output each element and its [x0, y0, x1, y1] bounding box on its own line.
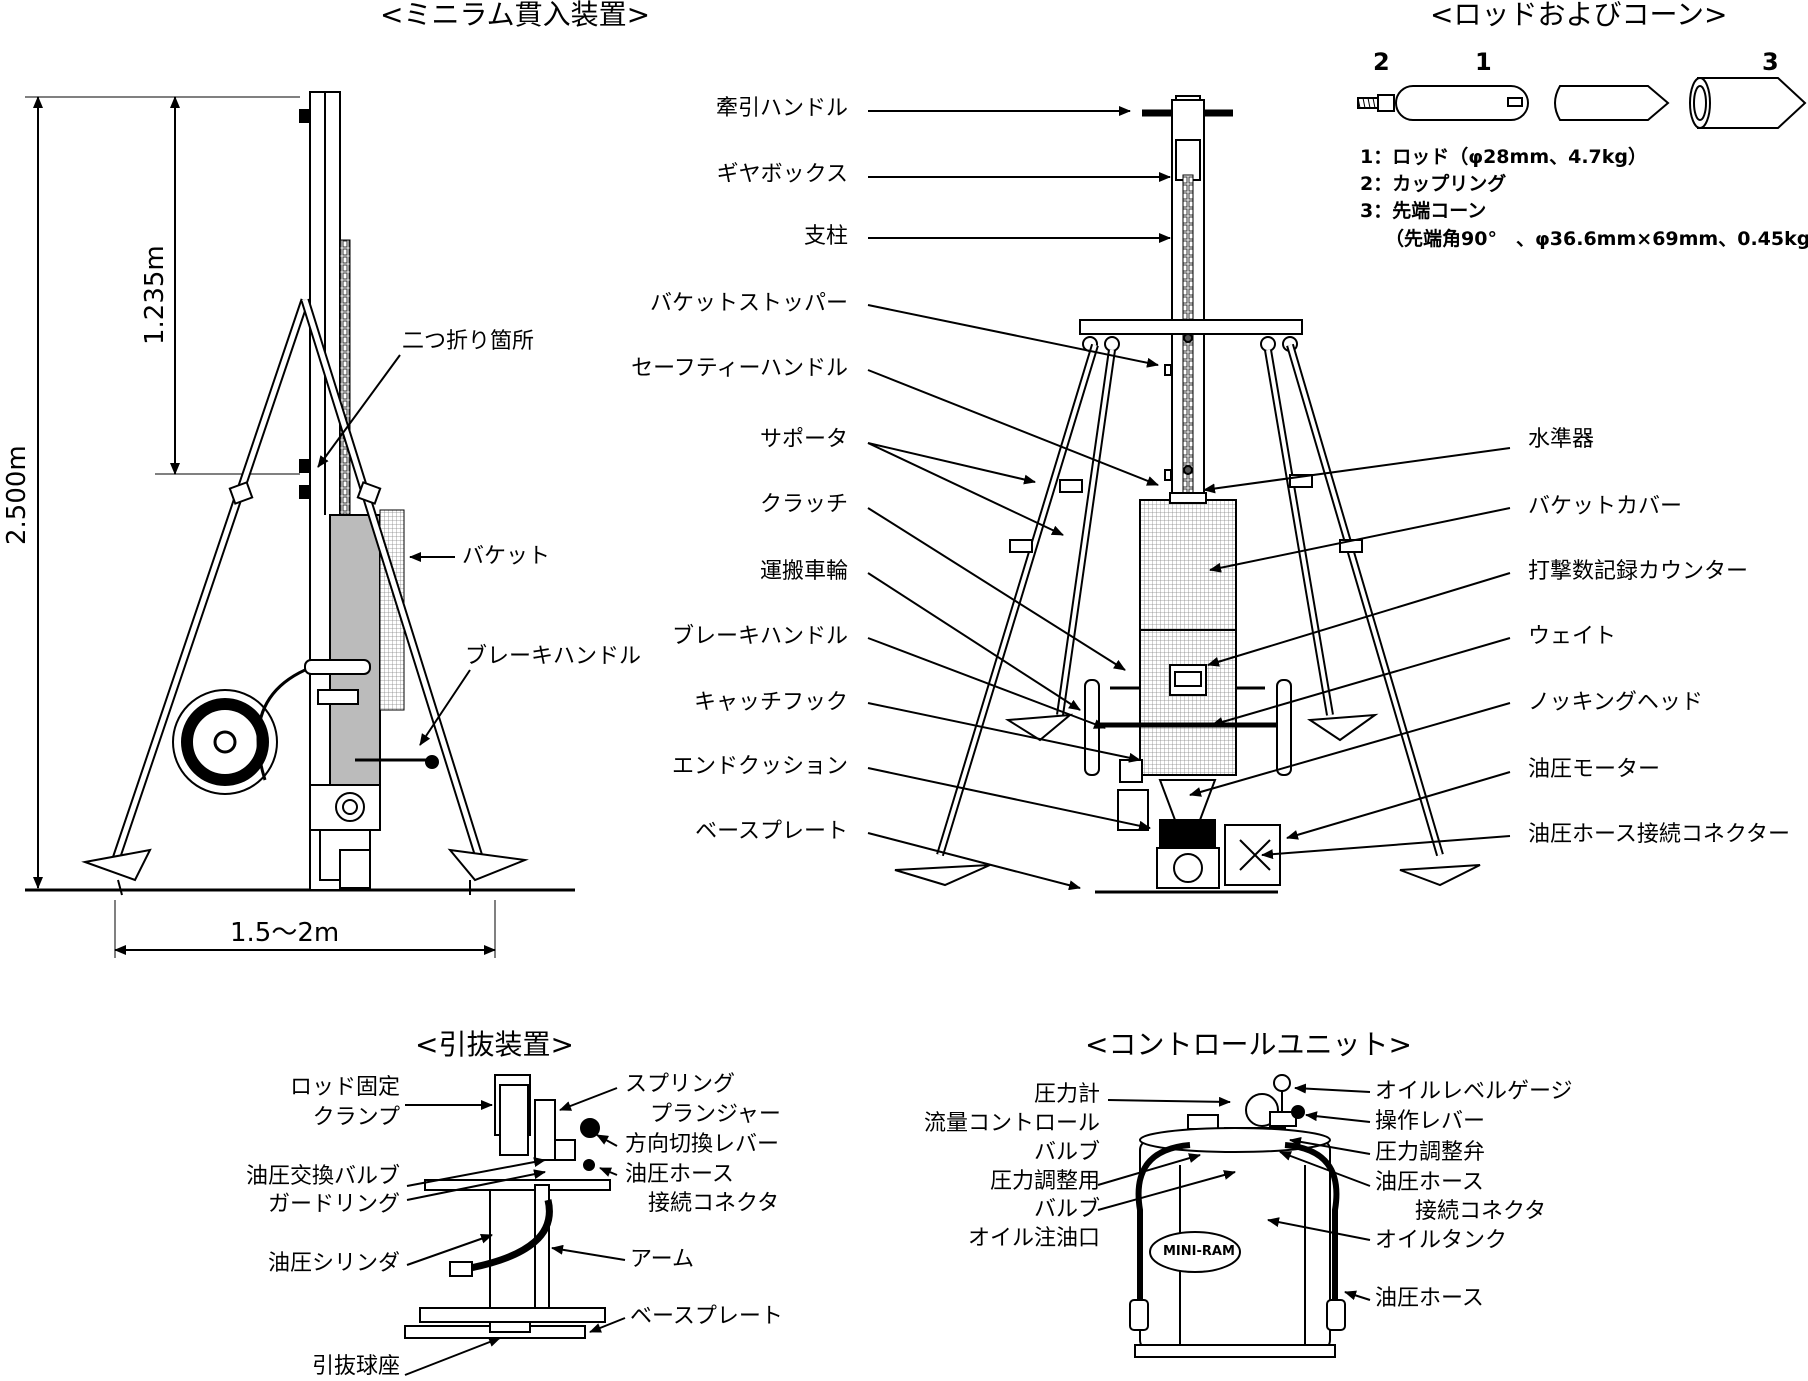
extractor-base-plate-label: ベースプレート [630, 1304, 783, 1329]
fold-point-label: 二つ折り箇所 [402, 329, 535, 354]
pressure-gauge-label: 圧力計 [1033, 1082, 1100, 1107]
front-left-label: ベースプレート [695, 819, 848, 844]
hose-conn-label: 接続コネクタ [1415, 1199, 1547, 1224]
side-view [25, 91, 575, 958]
flow-valve-label: バルブ [1033, 1140, 1100, 1165]
plunger-label: プランジャー [650, 1102, 781, 1127]
hose-connector-label: 油圧ホース [625, 1162, 734, 1187]
valve-label: 油圧交換バルブ [245, 1164, 400, 1189]
pressure-valve-label: 圧力調整用 [989, 1169, 1100, 1194]
cone-number: 3 [1762, 48, 1779, 76]
front-left-label: ギヤボックス [716, 162, 848, 187]
ball-seat-label: 引抜球座 [311, 1354, 400, 1379]
hose-connector-label: 接続コネクタ [648, 1191, 780, 1216]
rod-cone-title: <ロッドおよびコーン> [1430, 0, 1728, 31]
front-right-label: 油圧ホース接続コネクター [1528, 822, 1791, 847]
base-width-label: 1.5〜2m [230, 918, 340, 948]
front-right-label: 水準器 [1528, 427, 1595, 452]
control-hose-label: 油圧ホース [1375, 1286, 1484, 1311]
control-unit-drawing [1097, 1074, 1371, 1358]
control-title: <コントロールユニット> [1085, 1028, 1412, 1061]
guard-ring-label: ガードリング [267, 1192, 400, 1217]
miniram-title: <ミニラム貫入装置> [380, 0, 651, 31]
front-right-label: 打撃数記録カウンター [1528, 559, 1749, 584]
reg-valve-label: 圧力調整弁 [1375, 1140, 1486, 1165]
oil-inlet-label: オイル注油口 [967, 1226, 1100, 1251]
total-height-label: 2.500m [2, 445, 32, 545]
level-gauge-label: オイルレベルゲージ [1375, 1079, 1573, 1104]
front-left-label: サポータ [759, 427, 848, 452]
direction-lever-label: 方向切換レバー [625, 1132, 780, 1157]
plunger-label: スプリング [625, 1072, 736, 1097]
mini-ram-logo: MINI-RAM [1163, 1244, 1235, 1259]
pressure-valve-label: バルブ [1033, 1197, 1100, 1222]
front-left-label: バケットストッパー [649, 291, 848, 316]
clamp-label: クランプ [312, 1105, 400, 1130]
fold-height-label: 1.235m [140, 245, 170, 345]
op-lever-label: 操作レバー [1375, 1109, 1486, 1134]
front-left-label: クラッチ [759, 492, 848, 517]
flow-valve-label: 流量コントロール [923, 1111, 1100, 1136]
front-left-label: セーフティーハンドル [631, 356, 848, 381]
rod-spec: 1：ロッド（φ28mm、4.7kg） [1360, 146, 1648, 168]
front-left-label: エンドクッション [671, 754, 848, 779]
extractor-title: <引抜装置> [415, 1028, 574, 1061]
front-right-label: ノッキングヘッド [1528, 690, 1703, 715]
rod-number: 1 [1475, 48, 1492, 76]
hose-conn-label: 油圧ホース [1375, 1170, 1484, 1195]
cone-spec: 3：先端コーン [1360, 200, 1487, 222]
front-view [867, 95, 1511, 894]
coupling-spec: 2：カップリング [1360, 173, 1507, 195]
clamp-label: ロッド固定 [289, 1075, 400, 1100]
front-left-label: 運搬車輪 [759, 559, 848, 584]
cone-detail-spec: （先端角90° 、φ36.6mm×69mm、0.45kg） [1385, 228, 1808, 250]
front-left-label: 牽引ハンドル [715, 96, 848, 121]
extractor-drawing [404, 1074, 626, 1376]
oil-tank-label: オイルタンク [1375, 1228, 1508, 1253]
front-left-label: ブレーキハンドル [671, 624, 848, 649]
front-right-label: ウェイト [1528, 624, 1617, 649]
arm-label: アーム [630, 1247, 695, 1272]
bucket-label: バケット [462, 544, 551, 569]
rod-cone-drawing [1357, 77, 1807, 129]
cylinder-label: 油圧シリンダ [267, 1251, 400, 1276]
front-left-label: キャッチフック [693, 690, 848, 715]
front-left-label: 支柱 [803, 224, 848, 249]
front-right-label: バケットカバー [1528, 494, 1683, 519]
coupling-number: 2 [1373, 48, 1390, 76]
side-brake-handle-label: ブレーキハンドル [465, 644, 642, 669]
front-right-label: 油圧モーター [1528, 757, 1661, 782]
